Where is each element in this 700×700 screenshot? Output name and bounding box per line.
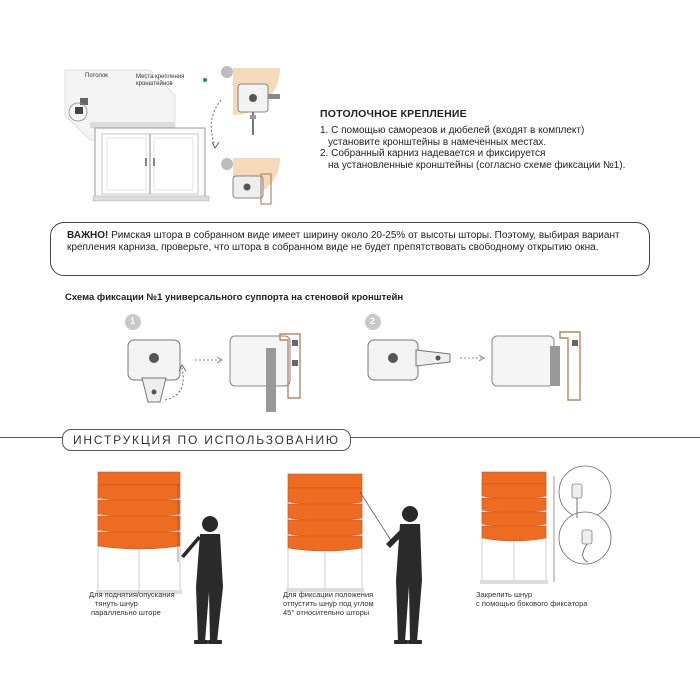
caption-line: Для фиксации положения — [283, 590, 374, 599]
ceiling-instruction-line: 2. Собранный карниз надевается и фиксиру… — [320, 148, 546, 159]
fixation-scheme-drawing — [125, 314, 581, 412]
caption-line: параллельно шторе — [91, 608, 161, 617]
scheme-step1-number: 1 — [130, 316, 136, 326]
ceiling-step2-number: 2 — [280, 219, 285, 228]
important-warning-box: ВАЖНО! Римская штора в собранном виде им… — [50, 222, 650, 276]
fixation-scheme: 1 2 — [120, 310, 600, 420]
caption-line: Закрепить шнур — [476, 590, 532, 599]
mount-places-label: Места крепления кронштейнов — [136, 74, 185, 87]
scheme-title: Схема фиксации №1 универсального суппорт… — [65, 292, 404, 303]
usage-title-frame: ИНСТРУКЦИЯ ПО ИСПОЛЬЗОВАНИЮ — [62, 429, 351, 451]
ceiling-instruction-line: установите кронштейны в намеченных места… — [328, 136, 547, 148]
usage-caption-3: Закрепить шнур с помощью бокового фиксат… — [476, 590, 587, 608]
ceiling-instruction-line: на установленные кронштейны (согласно сх… — [328, 159, 626, 171]
warning-text: ВАЖНО! Римская штора в собранном виде им… — [67, 230, 633, 254]
caption-line: отпустить шнур под углом — [283, 599, 374, 608]
usage-caption-2: Для фиксации положения отпустить шнур по… — [283, 590, 374, 617]
caption-line: 45° относительно шторы — [283, 608, 370, 617]
ceiling-instruction-line: 1. С помощью саморезов и дюбелей (входят… — [320, 125, 585, 136]
warning-body: Римская штора в собранном виде имеет шир… — [67, 230, 620, 253]
caption-line: с помощью бокового фиксатора — [476, 599, 588, 608]
scheme-step2-number: 2 — [370, 316, 376, 326]
ceiling-label: Потолок — [85, 73, 108, 79]
usage-section-title: ИНСТРУКЦИЯ ПО ИСПОЛЬЗОВАНИЮ — [67, 433, 346, 447]
caption-line: Для поднятия/опускания — [89, 590, 175, 599]
usage-caption-1: Для поднятия/опускания тянуть шнур парал… — [89, 590, 175, 617]
window-drawing — [64, 66, 281, 205]
ceiling-mount-illustration: Потолок Места крепления кронштейнов 1 2 — [55, 60, 295, 228]
ceiling-mount-title: ПОТОЛОЧНОЕ КРЕПЛЕНИЕ — [320, 108, 467, 120]
caption-line: тянуть шнур — [95, 599, 138, 608]
usage-illustrations — [60, 462, 660, 662]
ceiling-instructions: 1. С помощью саморезов и дюбелей (входят… — [320, 125, 640, 171]
usage-drawing — [96, 465, 612, 644]
ceiling-step1-number: 1 — [280, 127, 285, 136]
warning-bold-label: ВАЖНО! — [67, 230, 109, 241]
